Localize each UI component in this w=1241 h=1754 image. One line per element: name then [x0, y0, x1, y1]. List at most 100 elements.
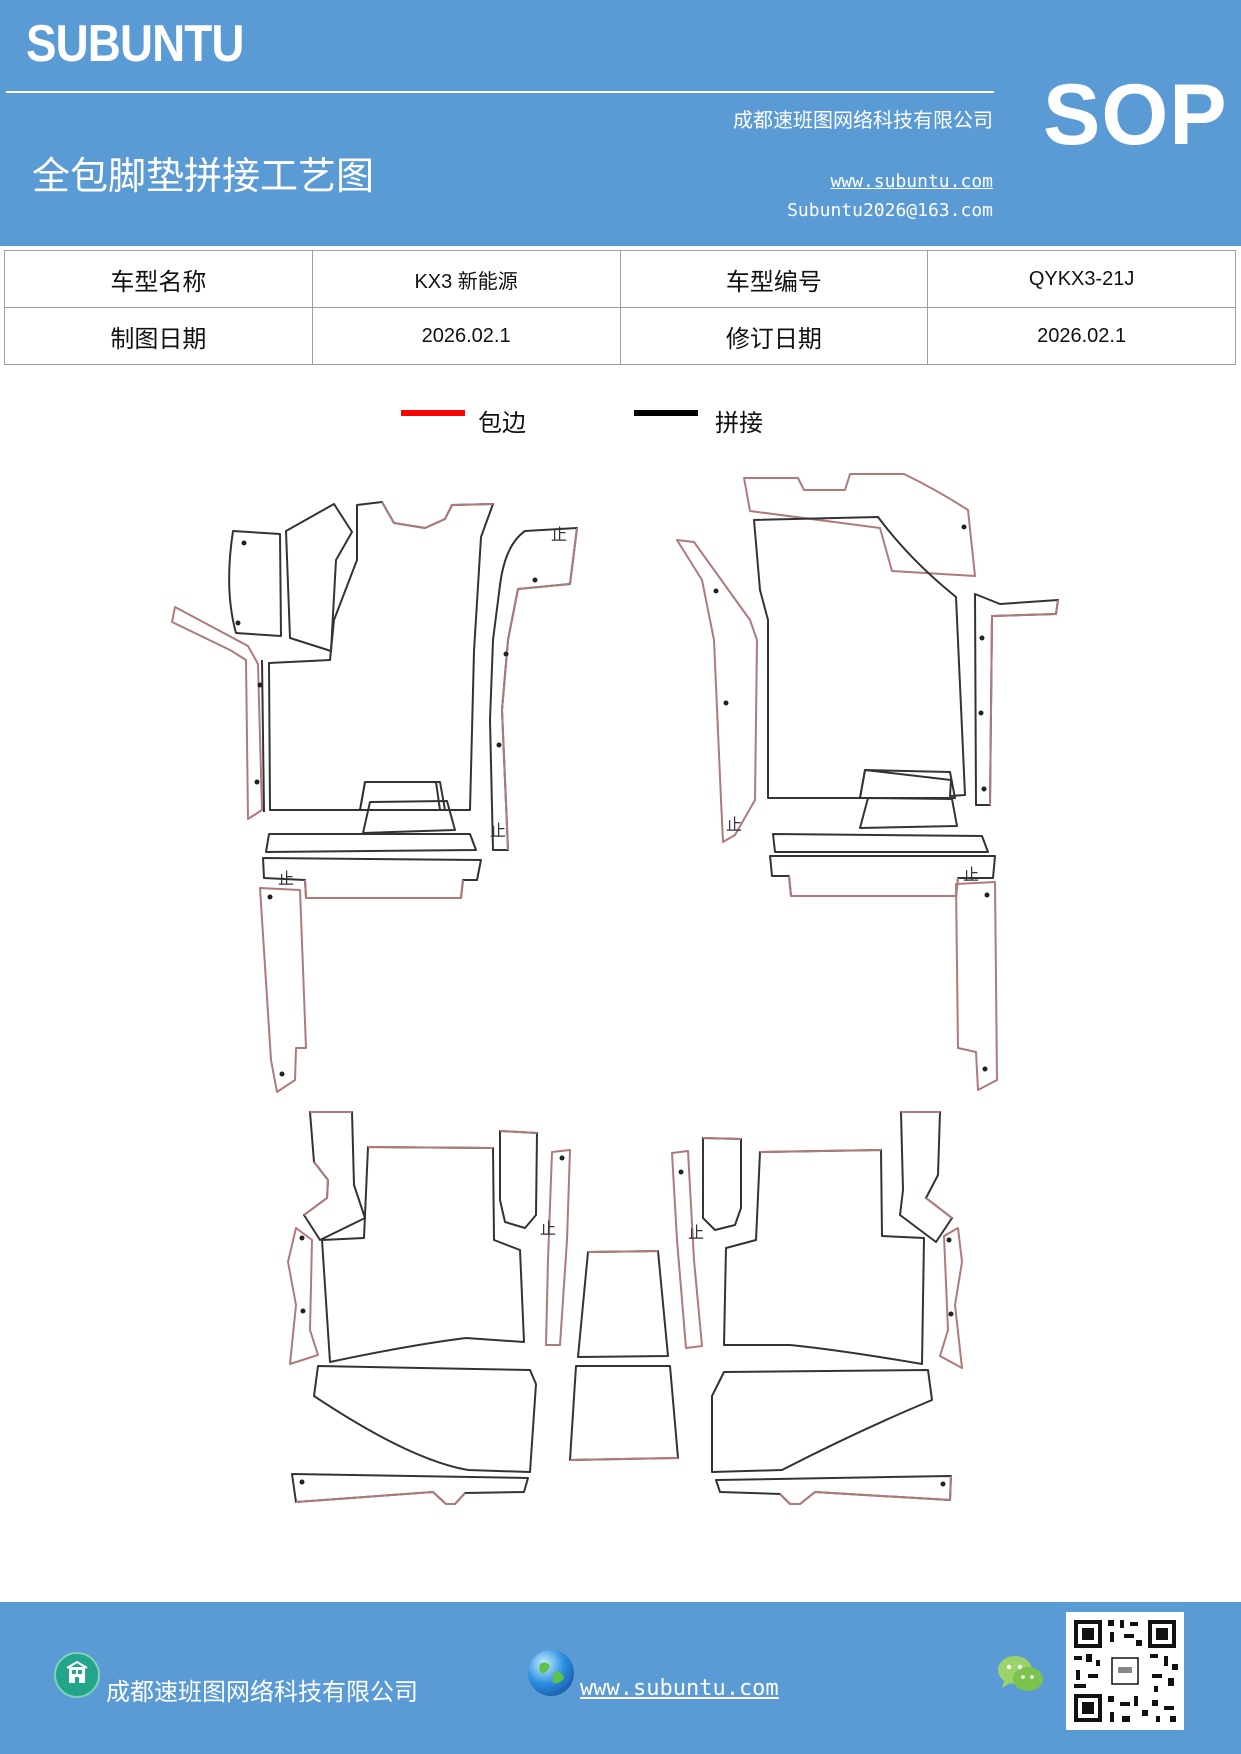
fl-heel-pad-outer — [359, 781, 446, 811]
info-table: 车型名称 KX3 新能源 车型编号 QYKX3-21J 制图日期 2026.02… — [4, 250, 1236, 365]
legend-edge-line — [401, 410, 465, 416]
website-link[interactable]: www.subuntu.com — [830, 171, 993, 192]
header-divider — [6, 91, 994, 93]
rc-tunnel-top — [577, 1250, 669, 1358]
draw-date-value: 2026.02.1 — [311, 307, 621, 365]
fr-heel-pad-inner — [859, 797, 958, 829]
model-name-label: 车型名称 — [4, 250, 313, 308]
globe-icon — [528, 1650, 574, 1696]
legend-edge-label: 包边 — [478, 409, 526, 437]
rl-seat-front — [313, 1365, 537, 1473]
fr-top-bar — [743, 473, 976, 577]
model-code-label: 车型编号 — [619, 250, 929, 308]
footer-website-link[interactable]: www.subuntu.com — [580, 1676, 779, 1701]
legend-splice-label: 拼接 — [715, 409, 763, 437]
fl-side-curve — [285, 503, 353, 652]
stop-marker: 止 — [490, 821, 506, 840]
revision-date-value: 2026.02.1 — [927, 307, 1236, 365]
rr-sill — [715, 1475, 952, 1505]
mount-dot — [978, 710, 984, 716]
fr-heel-pad-outer — [859, 769, 956, 799]
rr-pillar — [702, 1137, 742, 1231]
rr-thin-strip — [671, 1150, 703, 1349]
rl-pillar — [499, 1130, 538, 1229]
rr-main-edge — [759, 1149, 882, 1153]
fr-lower-bar — [769, 855, 996, 897]
mount-dot — [940, 1481, 946, 1487]
qr-code — [1066, 1612, 1184, 1730]
floor-mat-svg: 止 止 止 止 止 止 止 — [171, 473, 1059, 1505]
fl-lower-bar — [262, 857, 482, 899]
rc-tunnel-bottom — [569, 1365, 679, 1461]
rl-thin-strip — [545, 1149, 571, 1346]
draw-date-label: 制图日期 — [4, 307, 313, 365]
mount-dot — [713, 588, 719, 594]
stop-marker: 止 — [726, 815, 742, 834]
footer: 成都速班图网络科技有限公司 www.subuntu.com — [0, 1602, 1241, 1754]
rr-main-mat — [723, 1149, 925, 1365]
fr-right-strip-edge — [989, 599, 1059, 806]
mount-dot — [948, 1311, 954, 1317]
mounting-dots — [235, 524, 990, 1487]
fr-right-strip — [974, 593, 1059, 806]
rl-main-edge — [367, 1146, 494, 1149]
mount-dot — [241, 540, 247, 546]
fr-lower-bar-edge — [788, 875, 959, 897]
rr-pillar-edge — [702, 1137, 742, 1140]
legend-splice-line — [634, 410, 698, 416]
stop-marker: 止 — [278, 869, 294, 888]
mount-dot — [235, 620, 241, 626]
mount-dot — [267, 894, 273, 900]
revision-date-label: 修订日期 — [619, 307, 929, 365]
rr-sill-edge — [779, 1475, 952, 1505]
fl-right-strip-edge — [501, 527, 578, 851]
stop-marker: 止 — [540, 1219, 556, 1238]
fr-main-mat — [753, 516, 966, 799]
rl-outer-strip-edge — [303, 1111, 352, 1216]
rc-tunnel-top-edge — [587, 1250, 659, 1253]
mount-dot — [982, 1066, 988, 1072]
header: SUBUNTU 成都速班图网络科技有限公司 全包脚垫拼接工艺图 www.subu… — [0, 0, 1241, 246]
fl-pillar-strip — [171, 606, 263, 820]
model-name-value: KX3 新能源 — [311, 250, 621, 308]
email-address: Subuntu2026@163.com — [787, 200, 993, 221]
rr-seat-front — [711, 1369, 933, 1473]
fr-cross-bar — [772, 833, 989, 853]
mount-dot — [299, 1235, 305, 1241]
mount-dot — [979, 635, 985, 641]
mount-dot — [299, 1479, 305, 1485]
fr-lower-strip — [955, 881, 998, 1091]
fl-main-edge — [381, 501, 494, 529]
rl-left-side — [287, 1227, 319, 1365]
mount-dot — [678, 1169, 684, 1175]
fl-lower-bar-edge — [304, 879, 464, 899]
mount-dot — [503, 651, 509, 657]
mount-dot — [532, 577, 538, 583]
rr-outer-strip — [899, 1111, 953, 1243]
rr-right-side — [939, 1227, 963, 1369]
rl-outer-strip — [303, 1111, 366, 1241]
stop-marker: 止 — [963, 865, 979, 884]
mount-dot — [981, 786, 987, 792]
mount-dot — [279, 1071, 285, 1077]
mount-dot — [961, 524, 967, 530]
mount-dot — [496, 742, 502, 748]
wechat-icon[interactable] — [996, 1652, 1046, 1696]
rl-pillar-edge — [499, 1130, 538, 1134]
mount-dot — [559, 1155, 565, 1161]
fl-cross-bar — [265, 833, 477, 853]
sop-label: SOP — [1043, 67, 1228, 163]
fl-small-panel — [228, 530, 282, 637]
mount-dot — [723, 700, 729, 706]
mount-dot — [984, 892, 990, 898]
rl-sill-edge — [295, 1491, 466, 1505]
fl-lower-strip — [259, 887, 307, 1093]
company-name: 成都速班图网络科技有限公司 — [733, 108, 993, 132]
rr-outer-strip-edge — [901, 1111, 953, 1219]
mount-dot — [300, 1308, 306, 1314]
brand-logo: SUBUNTU — [26, 15, 244, 73]
mount-dot — [946, 1237, 952, 1243]
rl-main-mat — [321, 1146, 525, 1363]
stop-marker: 止 — [688, 1223, 704, 1242]
table-row: 制图日期 2026.02.1 修订日期 2026.02.1 — [4, 307, 1236, 365]
